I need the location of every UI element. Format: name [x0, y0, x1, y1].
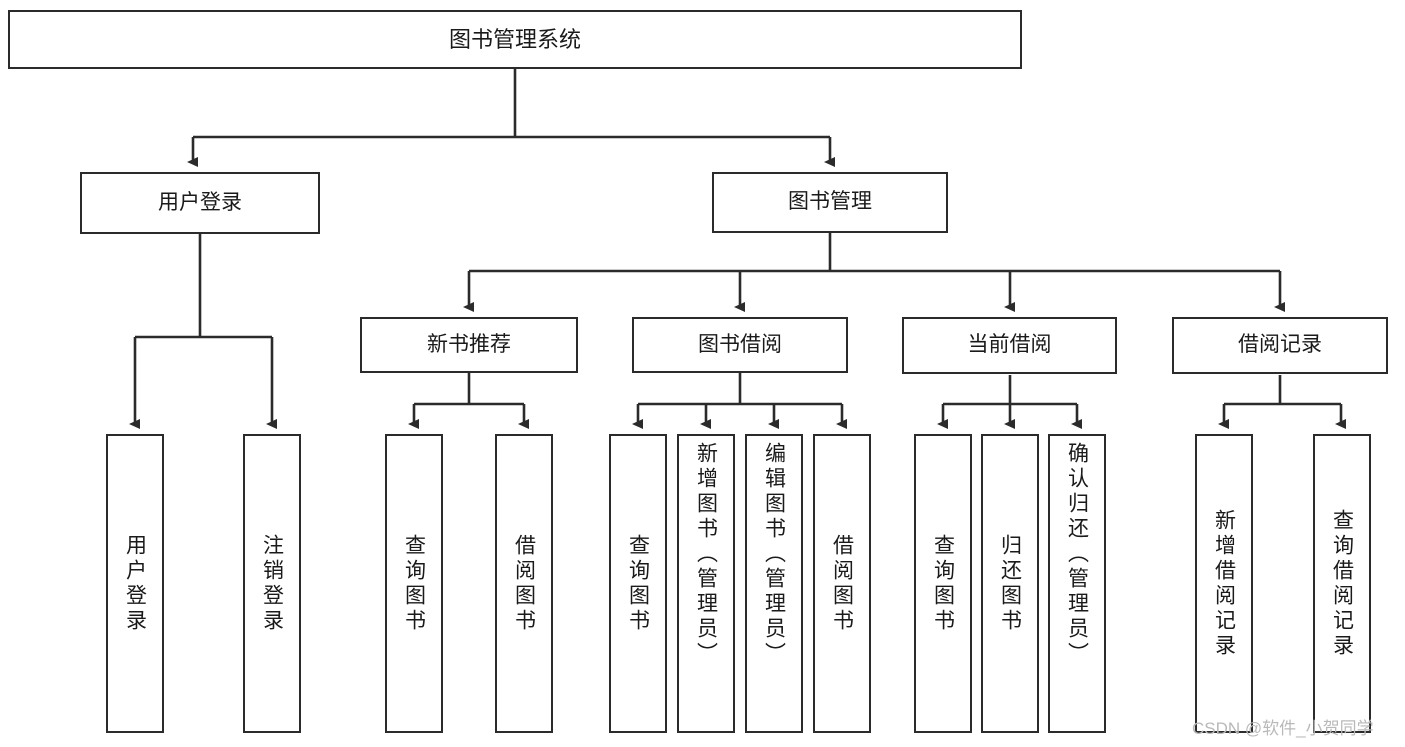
node-current-borrow-label: 当前借阅 [967, 333, 1052, 357]
node-book-borrow-label: 图书借阅 [698, 332, 782, 356]
watermark: CSDN @软件_小贺同学 [1192, 719, 1374, 738]
leaf-label: 借阅图书 [830, 533, 854, 634]
node-borrow-record-label: 借阅记录 [1238, 333, 1322, 357]
leaf-label: 新增图书（管理员） [694, 442, 718, 667]
leaf-user-login-logout[interactable]: 注销登录 [243, 434, 301, 733]
leaf-current-borrow-return[interactable]: 归还图书 [981, 434, 1039, 733]
leaf-book-borrow-edit[interactable]: 编辑图书（管理员） [745, 434, 803, 733]
leaf-new-book-query[interactable]: 查询图书 [385, 434, 443, 733]
node-book-management-label: 图书管理 [788, 190, 872, 214]
leaf-label: 注销登录 [260, 533, 284, 634]
leaf-book-borrow-borrow[interactable]: 借阅图书 [813, 434, 871, 733]
leaf-new-book-borrow[interactable]: 借阅图书 [495, 434, 553, 733]
node-user-login[interactable]: 用户登录 [80, 172, 320, 234]
leaf-label: 新增借阅记录 [1212, 508, 1236, 659]
leaf-label: 用户登录 [123, 533, 147, 634]
leaf-label: 编辑图书（管理员） [762, 442, 786, 667]
leaf-borrow-record-add[interactable]: 新增借阅记录 [1195, 434, 1253, 733]
leaf-label: 查询图书 [626, 533, 650, 634]
leaf-book-borrow-query[interactable]: 查询图书 [609, 434, 667, 733]
leaf-current-borrow-query[interactable]: 查询图书 [914, 434, 972, 733]
leaf-label: 确认归还（管理员） [1065, 442, 1089, 667]
leaf-label: 归还图书 [998, 533, 1022, 634]
node-book-management[interactable]: 图书管理 [712, 172, 948, 233]
node-borrow-record[interactable]: 借阅记录 [1172, 317, 1388, 374]
node-root-label: 图书管理系统 [448, 26, 581, 52]
leaf-borrow-record-query[interactable]: 查询借阅记录 [1313, 434, 1371, 733]
leaf-label: 借阅图书 [512, 533, 536, 634]
leaf-book-borrow-add[interactable]: 新增图书（管理员） [677, 434, 735, 733]
node-new-book-recommend-label: 新书推荐 [427, 332, 511, 356]
leaf-label: 查询图书 [402, 533, 426, 634]
node-current-borrow[interactable]: 当前借阅 [902, 317, 1117, 374]
node-root[interactable]: 图书管理系统 [8, 10, 1022, 69]
leaf-user-login-login[interactable]: 用户登录 [106, 434, 164, 733]
leaf-label: 查询借阅记录 [1330, 508, 1354, 659]
node-user-login-label: 用户登录 [158, 190, 242, 214]
leaf-label: 查询图书 [931, 533, 955, 634]
leaf-current-borrow-confirm-return[interactable]: 确认归还（管理员） [1048, 434, 1106, 733]
node-new-book-recommend[interactable]: 新书推荐 [360, 317, 578, 373]
node-book-borrow[interactable]: 图书借阅 [632, 317, 848, 373]
